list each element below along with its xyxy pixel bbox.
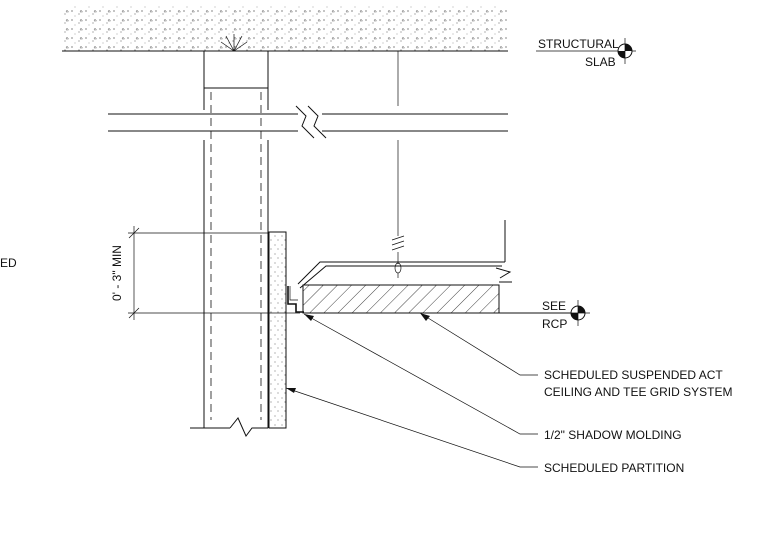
shadow-molding: [287, 286, 304, 313]
see-rcp-target-symbol: [565, 300, 590, 326]
structural-slab-target-symbol: [536, 38, 636, 64]
partition-wall: [190, 51, 269, 437]
callout-shadow-molding: 1/2" SHADOW MOLDING: [544, 428, 682, 442]
gypsum-board-layer: [268, 231, 287, 429]
rcp-label: RCP: [542, 317, 567, 331]
hanger-wire: [391, 51, 405, 278]
callout-ceiling-line2: CEILING AND TEE GRID SYSTEM: [544, 385, 732, 399]
callout-ceiling-line1: SCHEDULED SUSPENDED ACT: [544, 368, 723, 382]
structural-label-bottom: SLAB: [585, 55, 616, 69]
plenum-element-break: [108, 105, 508, 139]
see-label: SEE: [542, 299, 566, 313]
callout-scheduled-partition: SCHEDULED PARTITION: [544, 461, 684, 475]
dimension-min-reveal: 0' - 3" MIN: [110, 226, 300, 320]
act-ceiling-panel: [297, 220, 580, 314]
leader-lines: [285, 312, 538, 468]
structural-slab: [62, 6, 508, 52]
structural-label-top: STRUCTURAL: [538, 37, 619, 51]
left-edge-text-fragment: ED: [0, 256, 17, 270]
partition-head-anchor: [220, 34, 248, 52]
dimension-label: 0' - 3" MIN: [110, 245, 124, 301]
